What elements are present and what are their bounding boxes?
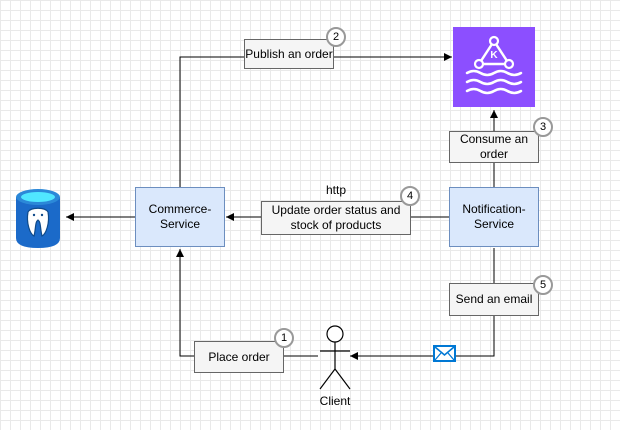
edge-commerce-to-kafka (179, 53, 452, 187)
notification-service-label: Notification- Service (462, 202, 526, 231)
notification-service-node[interactable]: Notification- Service (449, 187, 539, 247)
step-badge-5: 5 (533, 275, 553, 295)
envelope-icon (433, 345, 456, 362)
step-badge-3: 3 (533, 117, 553, 137)
commerce-service-node[interactable]: Commerce- Service (135, 187, 225, 247)
client-label: Client (319, 394, 351, 408)
kafka-icon: K (453, 27, 535, 107)
send-email-label[interactable]: Send an email (449, 283, 539, 316)
http-protocol-label: http (325, 183, 346, 197)
user-actor-icon (319, 325, 351, 390)
place-order-text: Place order (208, 349, 270, 364)
place-order-label[interactable]: Place order (194, 341, 284, 373)
publish-order-text: Publish an order (245, 46, 333, 61)
step-badge-1: 1 (274, 328, 294, 348)
step-badge-4: 4 (400, 186, 420, 206)
update-order-text: Update order status and stock of product… (271, 203, 401, 232)
edge-client-to-commerce (176, 249, 318, 357)
postgresql-database-icon (16, 189, 60, 248)
consume-order-text: Consume an order (459, 132, 529, 161)
update-order-label[interactable]: Update order status and stock of product… (261, 201, 411, 235)
kafka-letter: K (490, 50, 498, 61)
step-badge-2: 2 (326, 27, 346, 47)
send-email-text: Send an email (455, 292, 533, 306)
commerce-service-label: Commerce- Service (148, 202, 212, 231)
publish-order-label[interactable]: Publish an order (244, 39, 334, 69)
consume-order-label[interactable]: Consume an order (449, 131, 539, 163)
